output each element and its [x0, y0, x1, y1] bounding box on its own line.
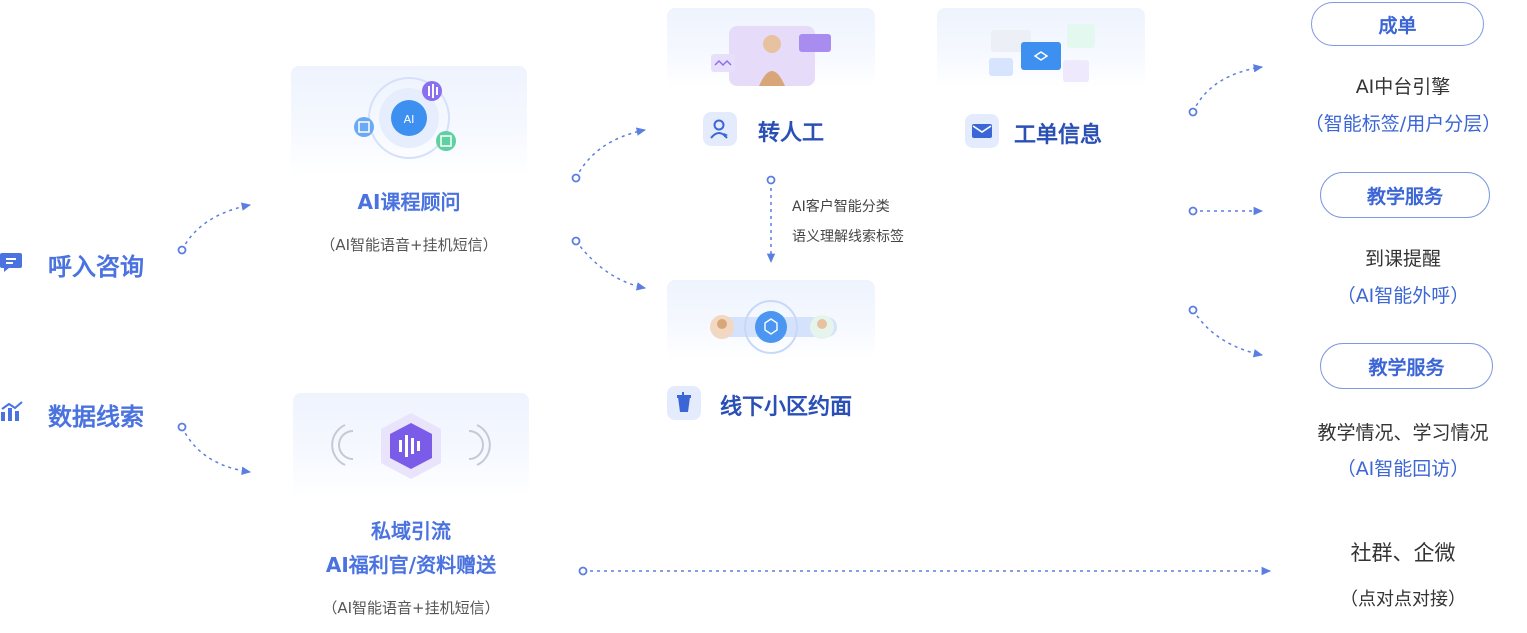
- ai-course-subtitle: （AI智能语音+挂机短信）: [320, 236, 498, 254]
- outcome-2-line2: （AI智能外呼）: [1336, 285, 1470, 307]
- connector-to-outcome-3: [1192, 309, 1264, 358]
- ai-course-illustration: AI: [291, 66, 527, 176]
- private-domain-title: 私域引流: [371, 519, 451, 543]
- classify-line-2: 语义理解线索标签: [792, 229, 904, 245]
- ai-course-title: AI课程顾问: [357, 190, 461, 214]
- outcome-3-line1: 教学情况、学习情况: [1317, 422, 1489, 444]
- connector-leads-to-private: [181, 426, 252, 475]
- ai-badge: AI: [404, 113, 415, 126]
- outcome-pill-deal: 成单: [1311, 2, 1484, 46]
- cup-icon: [667, 386, 701, 420]
- social-line1: 社群、企微: [1350, 541, 1456, 565]
- outcome-3-line2: （AI智能回访）: [1336, 458, 1470, 480]
- outcome-2-line1: 到课提醒: [1364, 248, 1441, 270]
- outcome-1-line2: （智能标签/用户分层）: [1304, 113, 1502, 135]
- connector-to-outcome-1: [1192, 64, 1264, 113]
- private-domain-subtitle-main: AI福利官/资料赠送: [325, 553, 497, 577]
- source-data-leads: 数据线索: [48, 403, 144, 431]
- private-domain-note: （AI智能语音+挂机短信）: [322, 599, 500, 617]
- social-line2: （点对点对接）: [1340, 589, 1466, 610]
- channel-ticket-label: 工单信息: [1014, 123, 1103, 148]
- human-agent-illustration: [667, 8, 875, 88]
- person-transfer-icon: [703, 112, 737, 146]
- classify-line-1: AI客户智能分类: [792, 199, 890, 215]
- offline-meeting-illustration: [667, 280, 875, 360]
- chat-icon: [0, 250, 24, 272]
- connector-ai-course-to-offline: [575, 240, 647, 291]
- outcome-1-line1: AI中台引擎: [1355, 76, 1451, 98]
- private-domain-illustration: [293, 393, 529, 497]
- outcome-pill-teaching-1: 教学服务: [1320, 172, 1490, 218]
- ticket-illustration: [937, 8, 1145, 88]
- channel-human-label: 转人工: [758, 121, 825, 146]
- outcome-pill-teaching-2: 教学服务: [1320, 343, 1493, 389]
- bar-chart-icon: [0, 400, 24, 422]
- mail-icon: [965, 114, 999, 148]
- channel-offline-label: 线下小区约面: [720, 395, 853, 420]
- source-inbound-consult: 呼入咨询: [48, 253, 144, 281]
- connector-inbound-to-ai-course: [181, 202, 252, 251]
- connector-ai-course-to-human: [575, 127, 647, 179]
